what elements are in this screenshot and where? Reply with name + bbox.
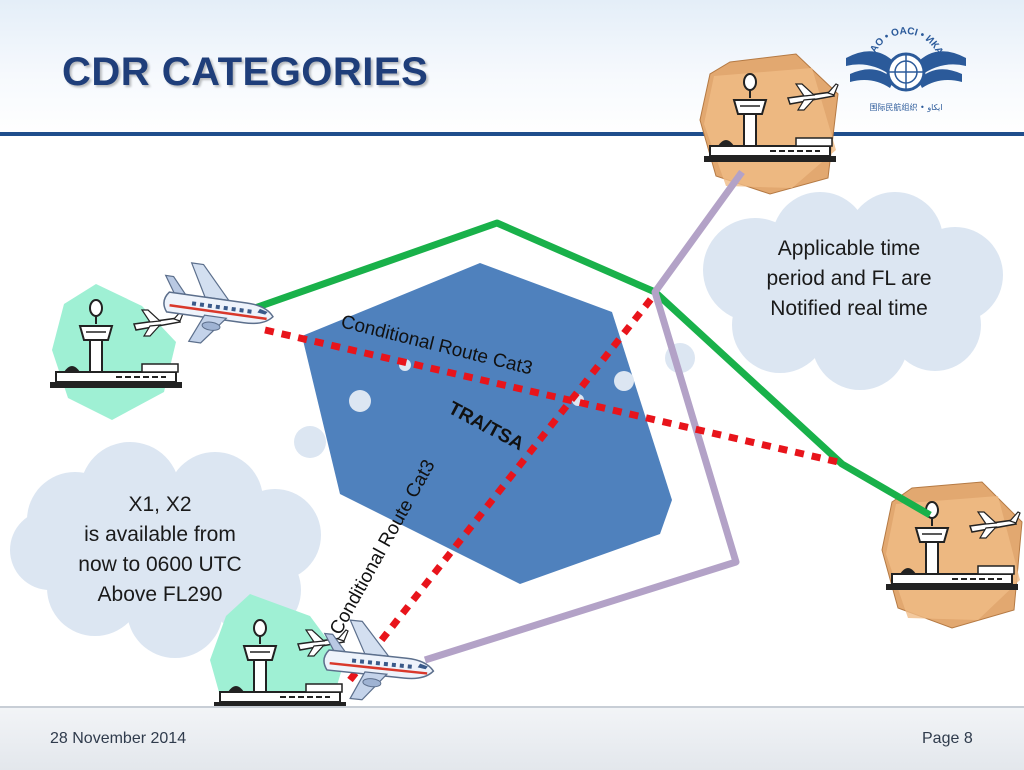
conditional-route-cat3-south-north — [347, 291, 658, 683]
tra-tsa-zone — [302, 263, 672, 584]
airport-west — [49, 284, 185, 420]
cloud-right-line: Notified real time — [770, 297, 928, 320]
cloud-right-line: period and FL are — [766, 267, 932, 290]
airport-north-east — [699, 53, 839, 195]
airliner-west — [155, 258, 281, 354]
airport-east — [881, 481, 1023, 629]
cloud-left — [10, 442, 321, 658]
logo-bottom-text: 国际民航组织 • ايكاو — [870, 102, 943, 112]
airliner-icon — [155, 258, 281, 354]
cloud-left-line: is available from — [84, 523, 236, 546]
slide-header — [0, 0, 1024, 136]
header-rule — [0, 132, 1024, 136]
icao-emblem-icon: ICAO • OACI • ИКАО 国际民航组织 • ايكاو — [846, 26, 966, 112]
cloud-left-line: X1, X2 — [128, 493, 192, 516]
conditional-route-cat3-west-east — [264, 326, 839, 466]
footer-date: 28 November 2014 — [50, 730, 187, 747]
footer-page-number: Page 8 — [922, 730, 973, 747]
airport-south — [210, 594, 349, 734]
cloud-right-text: Applicable time period and FL are Notifi… — [736, 234, 962, 324]
slide-footer — [0, 706, 1024, 770]
fixed-route-purple — [423, 169, 745, 664]
cloud-left-line: Above FL290 — [97, 583, 223, 606]
slide-title: CDR CATEGORIES — [62, 50, 429, 94]
cloud-left-line: now to 0600 UTC — [78, 553, 242, 576]
cloud-right — [703, 192, 1003, 390]
cloud-left-text: X1, X2 is available from now to 0600 UTC… — [48, 490, 272, 610]
cloud-right-line: Applicable time — [777, 237, 921, 260]
cloud-left-bubbles — [294, 359, 411, 458]
